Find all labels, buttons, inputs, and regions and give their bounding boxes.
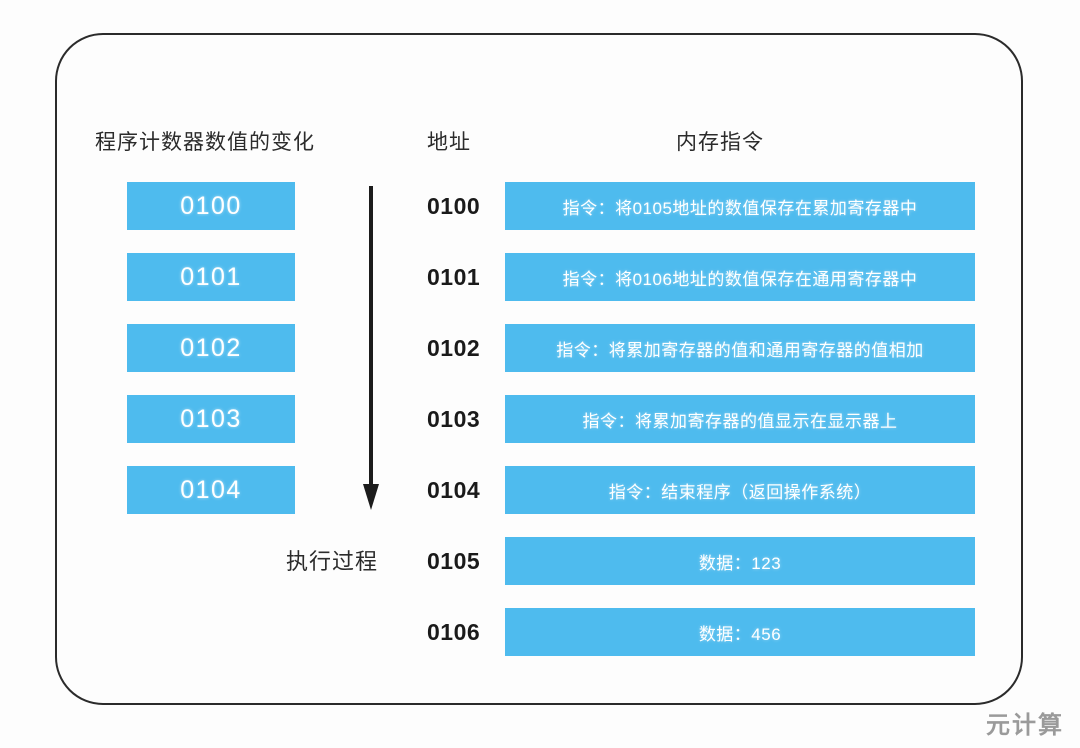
memory-table: 0100 指令：将0105地址的数值保存在累加寄存器中 0101 指令：将0106地址… [427,182,975,679]
memory-row: 0104 指令：结束程序（返回操作系统） [427,466,975,514]
memory-content-cell: 指令：将0106地址的数值保存在通用寄存器中 [505,253,975,301]
memory-row: 0102 指令：将累加寄存器的值和通用寄存器的值相加 [427,324,975,372]
memory-content-text: 指令：将累加寄存器的值显示在显示器上 [582,411,898,431]
column-header-memory-instruction: 内存指令 [676,131,764,154]
down-arrow-icon [363,186,379,516]
memory-address: 0102 [427,334,481,361]
memory-address: 0103 [427,405,481,432]
memory-row: 0106 数据：456 [427,608,975,656]
program-counter-value: 0104 [180,475,242,504]
memory-content-cell: 数据：123 [505,537,975,585]
watermark: 元计算 [986,712,1064,739]
program-counter-box: 0103 [127,395,295,443]
program-counter-box: 0102 [127,324,295,372]
program-counter-value: 0102 [180,333,242,362]
memory-address: 0105 [427,547,481,574]
arrow-line [369,186,373,488]
memory-row: 0103 指令：将累加寄存器的值显示在显示器上 [427,395,975,443]
memory-row: 0101 指令：将0106地址的数值保存在通用寄存器中 [427,253,975,301]
memory-content-cell: 数据：456 [505,608,975,656]
memory-content-text: 指令：结束程序（返回操作系统） [608,482,872,502]
program-counter-value: 0103 [180,404,242,433]
memory-content-cell: 指令：将累加寄存器的值和通用寄存器的值相加 [505,324,975,372]
memory-content-text: 指令：将累加寄存器的值和通用寄存器的值相加 [556,340,924,360]
memory-row: 0105 数据：123 [427,537,975,585]
column-header-address: 地址 [427,131,471,154]
memory-content-cell: 指令：结束程序（返回操作系统） [505,466,975,514]
memory-content-text: 数据：456 [698,624,782,644]
memory-content-text: 数据：123 [698,553,782,573]
memory-content-text: 指令：将0106地址的数值保存在通用寄存器中 [562,269,918,289]
column-header-program-counter: 程序计数器数值的变化 [95,131,315,154]
memory-content-cell: 指令：将0105地址的数值保存在累加寄存器中 [505,182,975,230]
memory-address: 0104 [427,476,481,503]
memory-content-cell: 指令：将累加寄存器的值显示在显示器上 [505,395,975,443]
program-counter-value: 0100 [180,191,242,220]
program-counter-box: 0104 [127,466,295,514]
memory-address: 0100 [427,192,481,219]
program-counter-box: 0101 [127,253,295,301]
diagram-frame [55,33,1023,705]
memory-address: 0101 [427,263,481,290]
program-counter-box: 0100 [127,182,295,230]
program-counter-value: 0101 [180,262,242,291]
program-counter-column: 0100 0101 0102 0103 0104 [127,182,295,537]
execution-process-label: 执行过程 [286,549,379,574]
memory-row: 0100 指令：将0105地址的数值保存在累加寄存器中 [427,182,975,230]
memory-address: 0106 [427,618,481,645]
arrow-head [363,484,379,510]
memory-content-text: 指令：将0105地址的数值保存在累加寄存器中 [562,198,918,218]
